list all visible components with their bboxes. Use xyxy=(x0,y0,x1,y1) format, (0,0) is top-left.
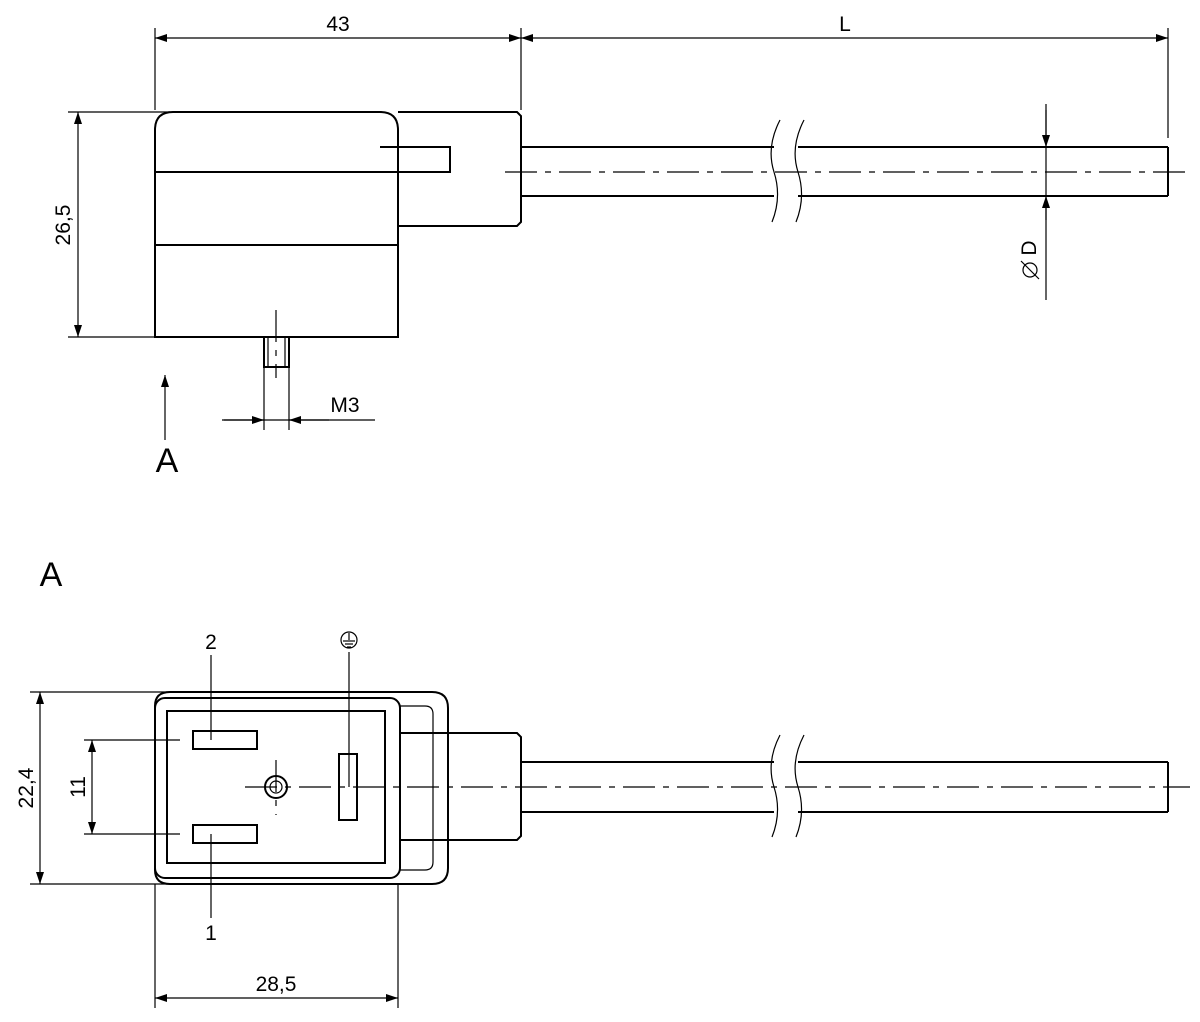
ground-icon xyxy=(340,631,358,649)
housing-outer-outline xyxy=(154,691,449,885)
cable-a-break-mark-right xyxy=(794,734,805,838)
pin-2-label: 2 xyxy=(205,631,217,654)
cable-gland xyxy=(398,111,522,227)
dimension-43: 43 xyxy=(326,13,349,36)
contact-pin-2 xyxy=(192,730,258,750)
view-a: A 2 1 xyxy=(15,556,1190,1008)
face-plate xyxy=(154,697,401,879)
dimension-22-4: 22,4 xyxy=(15,767,38,808)
dimension-L: L xyxy=(839,13,851,36)
connector-housing xyxy=(154,111,399,338)
side-view: 43 L 26,5 D M3 A xyxy=(52,13,1190,480)
dimension-m3: M3 xyxy=(330,394,359,417)
locking-tab xyxy=(380,146,451,173)
cable-break-mark-right xyxy=(794,119,805,223)
cable-a-break-mark-left xyxy=(770,734,781,838)
contact-pin-1 xyxy=(192,824,258,844)
dimension-26-5: 26,5 xyxy=(52,205,75,246)
dimension-diameter-D: D xyxy=(1018,240,1041,255)
dimension-11: 11 xyxy=(67,776,90,798)
cable-break-mark-left xyxy=(770,119,781,223)
view-arrow-label: A xyxy=(156,442,179,480)
diameter-symbol xyxy=(1020,260,1040,280)
pin-1-label: 1 xyxy=(205,922,217,945)
dimension-28-5: 28,5 xyxy=(256,973,297,996)
view-a-title: A xyxy=(40,556,63,594)
housing-step-outline xyxy=(400,705,434,871)
